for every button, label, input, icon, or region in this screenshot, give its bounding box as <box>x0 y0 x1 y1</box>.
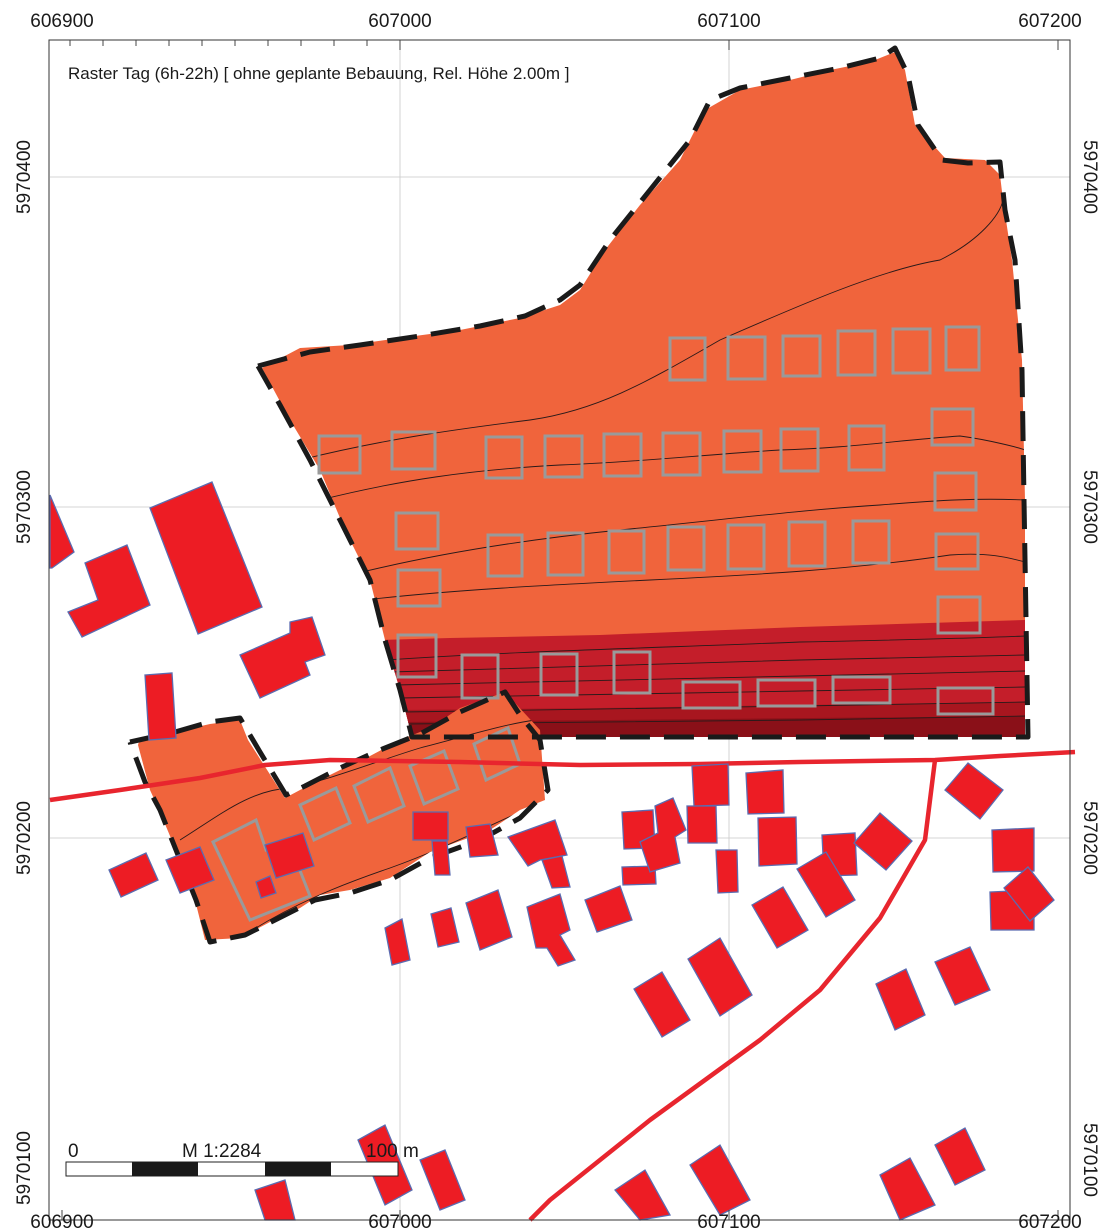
y-label-left-0: 5970400 <box>14 140 35 214</box>
road-lines <box>49 749 1076 1222</box>
existing-buildings <box>49 481 1055 1221</box>
y-axis-labels-right: 5970400 5970300 5970200 5970100 <box>1079 140 1100 1197</box>
noise-raster-north <box>262 52 1025 737</box>
x-axis-labels-top: 606900 607000 607100 607200 <box>30 11 1081 32</box>
x-label-top-1: 607000 <box>368 11 431 32</box>
x-label-bottom-0: 606900 <box>30 1212 93 1230</box>
map-frame <box>48 39 1071 1221</box>
scale-ratio-label: M 1:2284 <box>182 1141 262 1162</box>
x-label-bottom-1: 607000 <box>368 1212 431 1230</box>
y-label-right-0: 5970400 <box>1079 140 1100 214</box>
planned-buildings-north <box>317 325 995 716</box>
scale-bar: 0 M 1:2284 100 m <box>65 1141 419 1177</box>
y-label-left-2: 5970200 <box>14 801 35 875</box>
x-label-bottom-3: 607200 <box>1018 1212 1081 1230</box>
x-axis-labels-bottom: 606900 607000 607100 607200 <box>30 1212 1081 1230</box>
y-label-right-1: 5970300 <box>1079 470 1100 544</box>
y-label-left-3: 5970100 <box>14 1131 35 1205</box>
y-label-right-2: 5970200 <box>1079 801 1100 875</box>
scale-end-label: 100 m <box>366 1141 419 1162</box>
x-label-top-2: 607100 <box>697 11 760 32</box>
map-title: Raster Tag (6h-22h) [ ohne geplante Beba… <box>68 64 570 83</box>
y-label-left-1: 5970300 <box>14 470 35 544</box>
x-label-bottom-2: 607100 <box>697 1212 760 1230</box>
y-axis-labels-left: 5970400 5970300 5970200 5970100 <box>14 140 35 1205</box>
study-area-boundary-south <box>127 689 551 945</box>
y-label-right-3: 5970100 <box>1079 1123 1100 1197</box>
x-label-top-0: 606900 <box>30 11 93 32</box>
scale-zero-label: 0 <box>68 1141 79 1162</box>
frame-ticks <box>61 40 1059 1220</box>
x-label-top-3: 607200 <box>1018 11 1081 32</box>
